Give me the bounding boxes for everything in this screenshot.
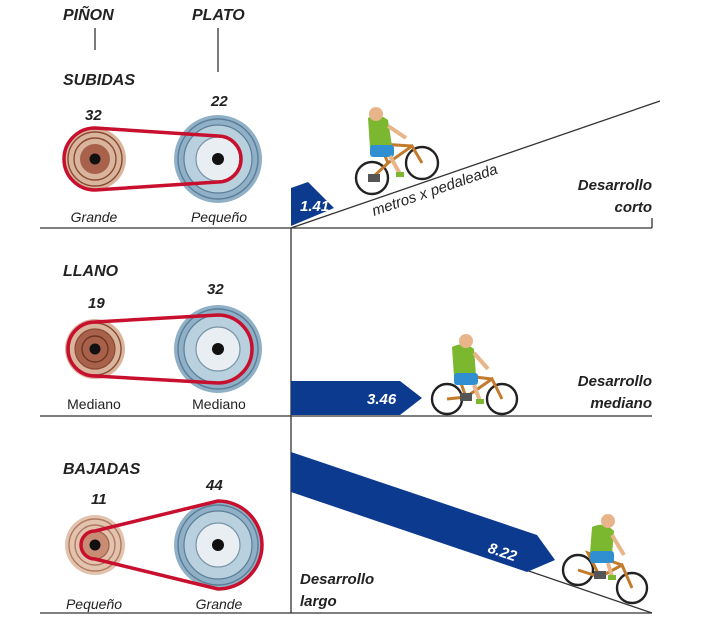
pinon-gear-icon (65, 319, 125, 379)
section-title-bajadas: BAJADAS (63, 461, 141, 478)
desarrollo-label-llano: Desarrollo (578, 373, 652, 390)
pinon-gear-icon (65, 515, 125, 575)
plato-header: PLATO (192, 7, 245, 24)
cyclist-icon (430, 334, 519, 416)
chain-icon (66, 313, 254, 385)
plato-label-llano: Mediano (192, 396, 246, 412)
section-title-subidas: SUBIDAS (63, 72, 135, 89)
desarrollo-type-llano: mediano (590, 395, 652, 412)
plato-label-subidas: Pequeño (191, 209, 247, 225)
pinon-label-llano: Mediano (67, 396, 121, 412)
chain-icon (79, 499, 264, 591)
desarrollo-label-bajadas: Desarrollo (300, 571, 374, 588)
section-bajadas: BAJADAS 11 44 Pequeño Grande 8.22 Desarr… (63, 452, 653, 614)
desarrollo-arrow-bajadas (291, 452, 555, 572)
plato-gear-icon (174, 115, 262, 203)
slope-label: metros x pedaleada (370, 161, 500, 220)
section-title-llano: LLANO (63, 263, 119, 280)
pinon-teeth-subidas: 32 (85, 107, 102, 124)
pinon-header: PIÑON (63, 4, 114, 24)
desarrollo-type-subidas: corto (615, 199, 653, 216)
section-llano: LLANO 19 32 Mediano Mediano 3.46 Desarro… (63, 263, 652, 416)
plato-gear-icon (174, 501, 262, 589)
cyclist-icon (561, 514, 649, 605)
desarrollo-label-subidas: Desarrollo (578, 177, 652, 194)
cyclist-icon (354, 107, 440, 196)
desarrollo-arrow-llano (291, 381, 422, 415)
value-llano: 3.46 (367, 391, 397, 408)
chain-icon (62, 126, 243, 192)
pinon-label-bajadas: Pequeño (66, 596, 122, 612)
plato-label-bajadas: Grande (196, 596, 243, 612)
plato-teeth-bajadas: 44 (205, 477, 223, 494)
section-subidas: SUBIDAS 32 22 Grande Pequeño 1.41 metros… (62, 72, 661, 229)
pinon-teeth-bajadas: 11 (91, 491, 107, 508)
uphill-slope (290, 100, 661, 229)
plato-gear-icon (174, 305, 262, 393)
value-subidas: 1.41 (300, 198, 329, 215)
plato-teeth-subidas: 22 (210, 93, 228, 110)
pinon-teeth-llano: 19 (88, 295, 105, 312)
plato-teeth-llano: 32 (207, 281, 224, 298)
desarrollo-arrow-subidas (291, 182, 334, 226)
pinon-gear-icon (64, 128, 126, 190)
pinon-label-subidas: Grande (71, 209, 118, 225)
desarrollo-type-bajadas: largo (300, 593, 337, 610)
